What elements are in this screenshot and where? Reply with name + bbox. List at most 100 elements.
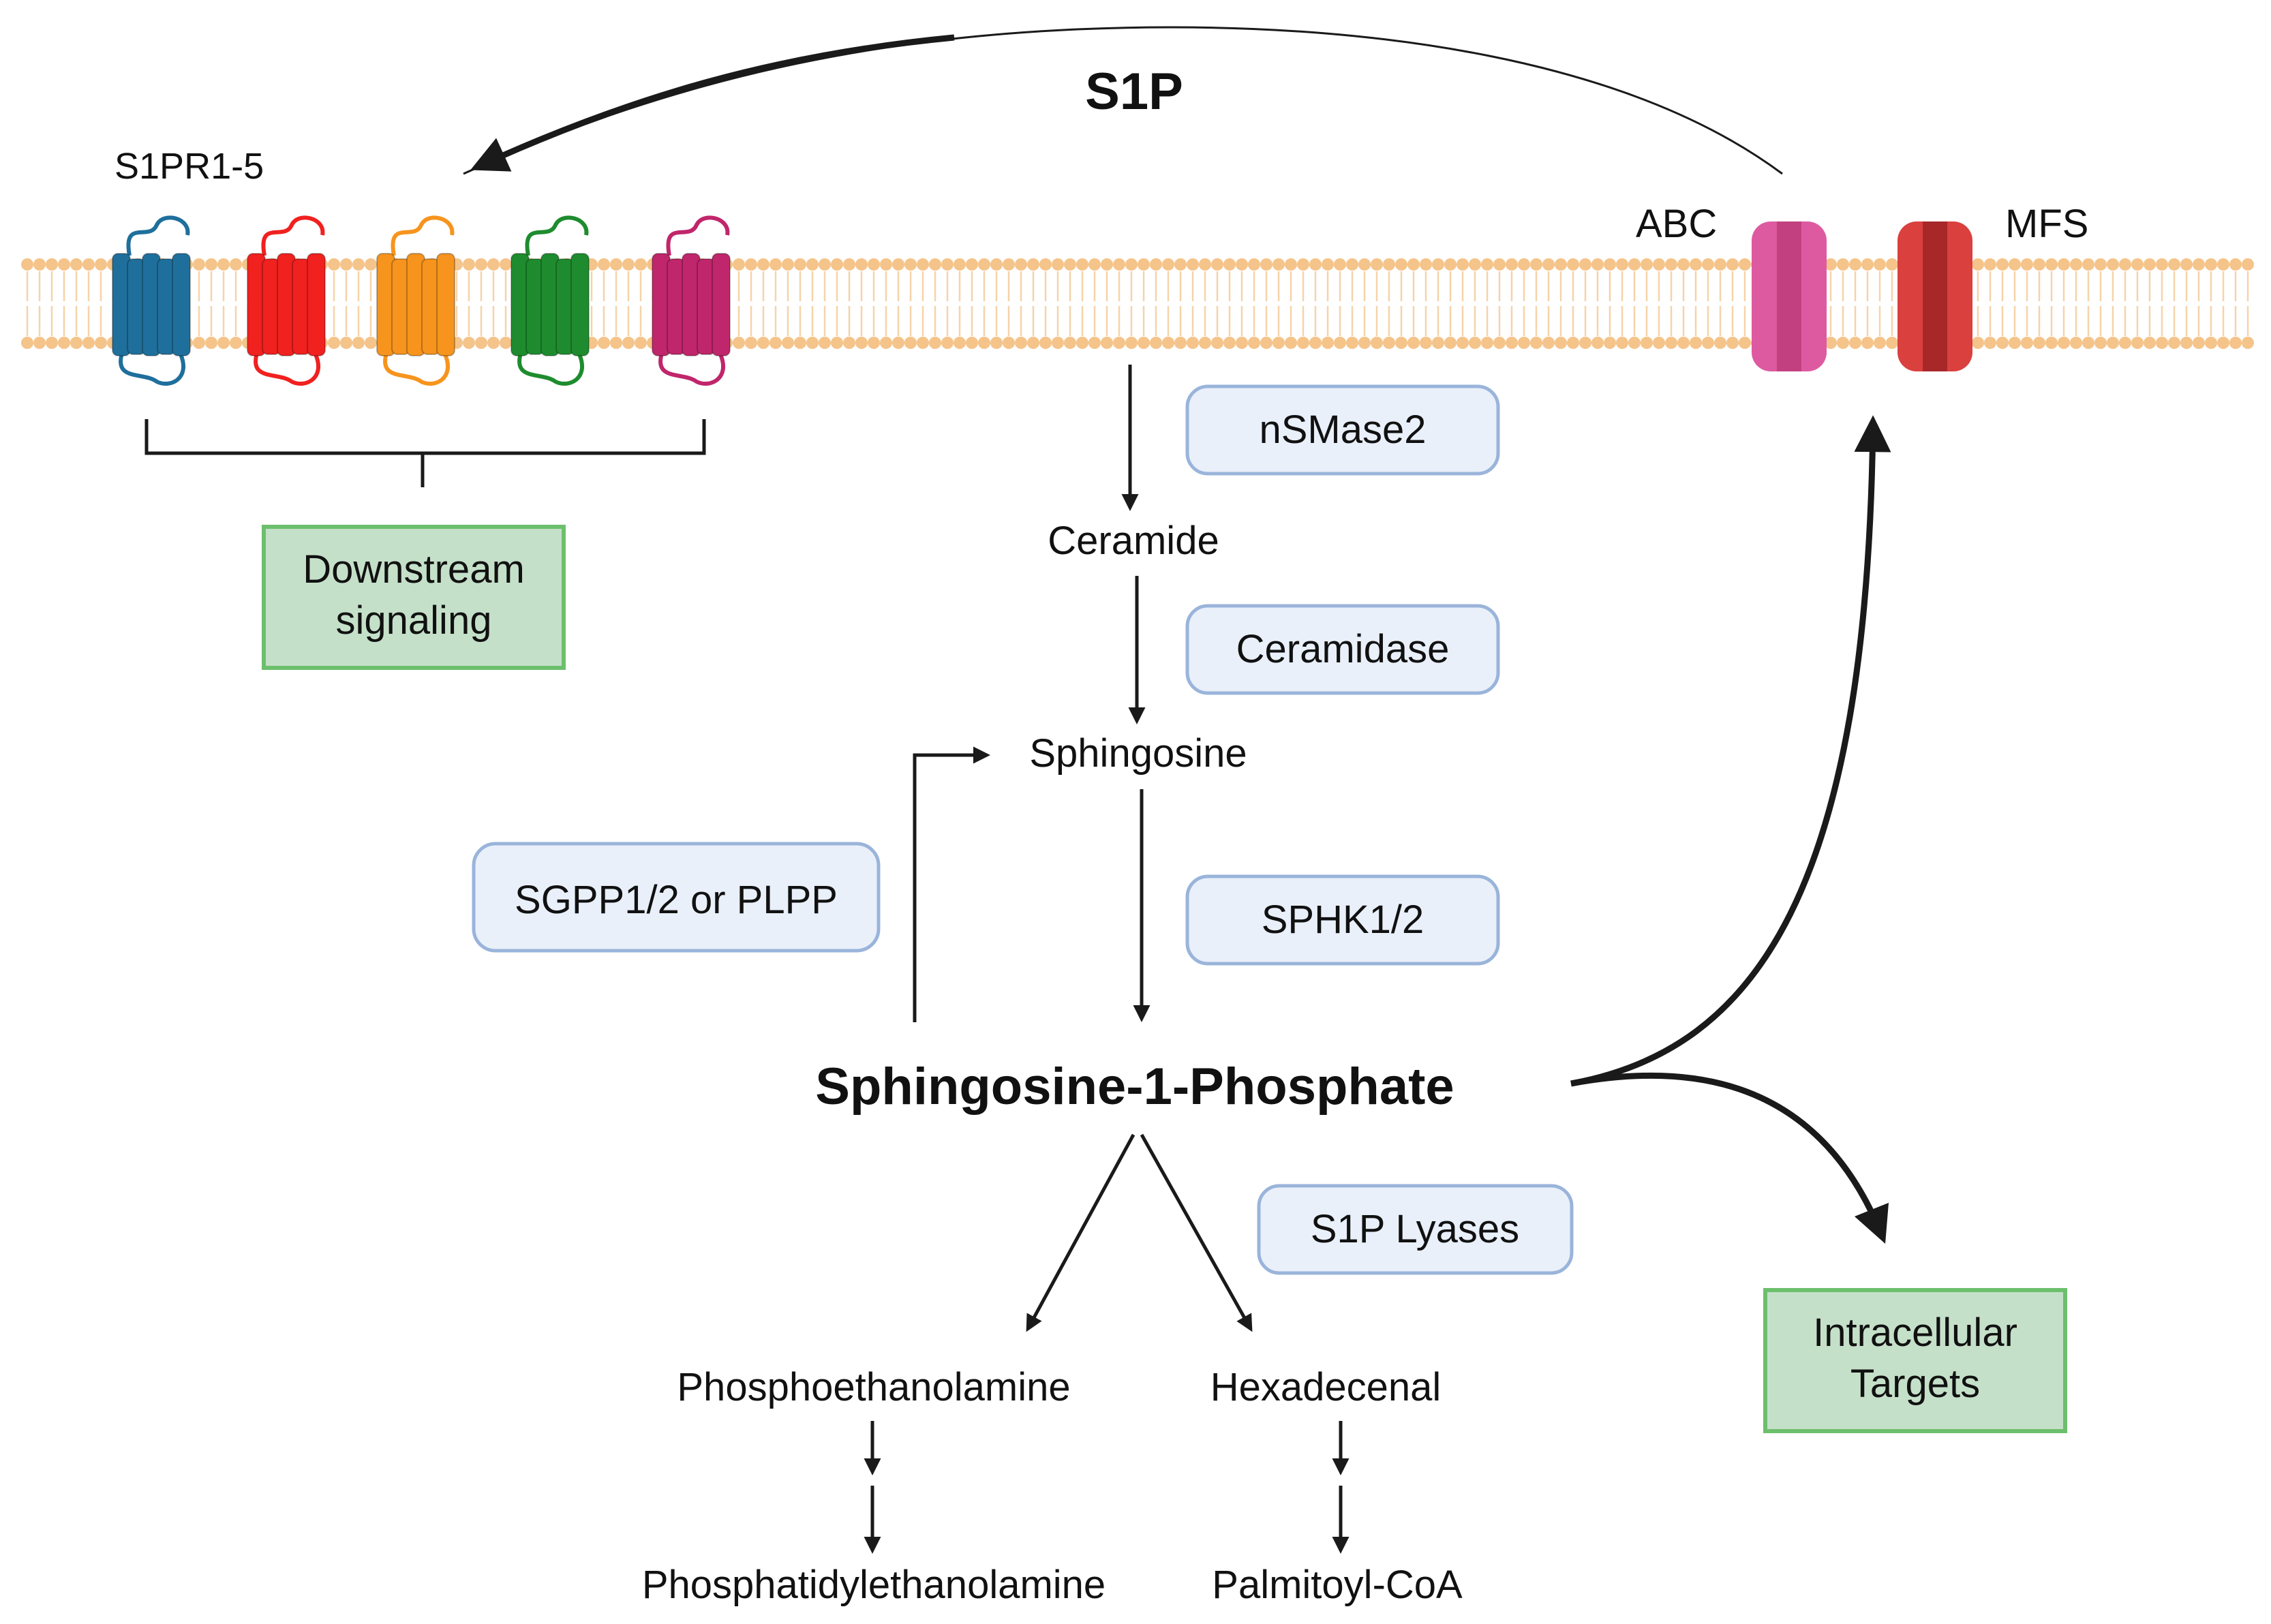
lipid-head [1395, 337, 1407, 349]
lipid-head [463, 337, 475, 349]
lipid-head [1616, 258, 1628, 271]
s1p-lyases-bg [1257, 1184, 1574, 1275]
lipid-head [217, 258, 230, 271]
sgpp-box: SGPP1/2 or PLPP [472, 842, 881, 953]
lipid-head [2045, 258, 2058, 271]
lipid-head [1150, 258, 1162, 271]
lipid-head [2156, 337, 2168, 349]
downstream-line-2: signaling [336, 598, 492, 643]
lipid-head [1371, 258, 1383, 271]
receptor-loop [261, 215, 325, 256]
intracellular-targets-bg [1763, 1288, 2067, 1433]
lipid-head [1677, 337, 1690, 349]
lipid-head [855, 337, 868, 349]
lipid-head [1493, 258, 1506, 271]
s1p-lyases-box: S1P Lyases [1257, 1184, 1574, 1275]
lipid-head [1309, 258, 1322, 271]
lipid-head [782, 258, 794, 271]
lipid-head [2094, 337, 2107, 349]
lipid-head [1248, 337, 1260, 349]
nsmase2-box: nSMase2 [1185, 384, 1500, 476]
lipid-head [340, 258, 352, 271]
lipid-head [1088, 337, 1101, 349]
receptor-bracket [144, 419, 706, 487]
lipid-head [230, 337, 242, 349]
lipid-head [1530, 258, 1542, 271]
lipid-head [1457, 258, 1469, 271]
lipid-head [1150, 337, 1162, 349]
lipid-head [1432, 258, 1444, 271]
lipid-head [1874, 337, 1886, 349]
lipid-head [2217, 337, 2229, 349]
lipid-head [904, 258, 917, 271]
downstream-line-1: Downstream [303, 547, 525, 592]
lipid-head [1506, 258, 1518, 271]
lipid-head [1420, 258, 1432, 271]
receptor-loop [254, 350, 321, 386]
lipid-head [1113, 258, 1125, 271]
receptor-loop [391, 215, 455, 256]
lipid-head [1248, 258, 1260, 271]
lipid-head [1003, 337, 1015, 349]
s1pr-receptors [112, 215, 731, 386]
ceramide-label: Ceramide [1048, 519, 1219, 563]
lipid-head [1739, 258, 1751, 271]
intracellular-line-2: Targets [1850, 1362, 1980, 1406]
lipid-head [917, 337, 929, 349]
lipid-head [2070, 258, 2082, 271]
lipid-head [635, 258, 647, 271]
lipid-head [1972, 258, 1984, 271]
lipid-head [1260, 337, 1272, 349]
lipid-head [1457, 337, 1469, 349]
abc-transporter [1752, 221, 1827, 371]
s1p-title: S1P [1085, 63, 1183, 121]
ceramidase-label: Ceramidase [1236, 627, 1450, 671]
ceramidase-bg [1185, 604, 1500, 695]
lipid-head [2229, 337, 2242, 349]
sphk-box: SPHK1/2 [1185, 874, 1500, 966]
lipid-head [1285, 337, 1297, 349]
lipid-head [1849, 337, 1861, 349]
lipid-head [745, 258, 757, 271]
arrow-to-hexadecenal [1140, 1133, 1253, 1332]
lipid-head [610, 258, 622, 271]
lipid-head [1015, 258, 1027, 271]
lipid-head [2168, 337, 2180, 349]
lipid-head [941, 258, 954, 271]
lipid-head [1297, 337, 1309, 349]
lipid-head [328, 337, 340, 349]
lipid-head [1236, 258, 1248, 271]
lipid-head [794, 258, 806, 271]
lipid-head [1825, 258, 1837, 271]
lipid-head [990, 258, 1003, 271]
lipid-head [1211, 258, 1223, 271]
lipid-head [205, 258, 217, 271]
lipid-head [352, 337, 365, 349]
lipid-head [217, 337, 230, 349]
lipid-head [733, 258, 745, 271]
lipid-head [1064, 337, 1076, 349]
lipid-head [2193, 337, 2205, 349]
lipid-head [1972, 337, 1984, 349]
lipid-head [598, 337, 610, 349]
lipid-head [1383, 337, 1395, 349]
lipid-head [1223, 337, 1236, 349]
lipid-head [1849, 258, 1861, 271]
lipid-head [1567, 337, 1579, 349]
lipid-head [1579, 258, 1591, 271]
s1pr2-receptor [247, 215, 326, 386]
lipid-head [1309, 337, 1322, 349]
lipid-head [2009, 258, 2021, 271]
lipid-head [831, 258, 843, 271]
receptor-helix [172, 253, 191, 356]
lipid-head [1076, 337, 1088, 349]
receptor-helix [307, 253, 326, 356]
lipid-head [2009, 337, 2021, 349]
lipid-head [769, 258, 782, 271]
lipid-head [463, 258, 475, 271]
sphingosine-label: Sphingosine [1029, 731, 1247, 776]
lipid-head [2180, 258, 2193, 271]
lipid-head [33, 258, 46, 271]
ceramidase-box: Ceramidase [1185, 604, 1500, 695]
lipid-head [1101, 258, 1113, 271]
